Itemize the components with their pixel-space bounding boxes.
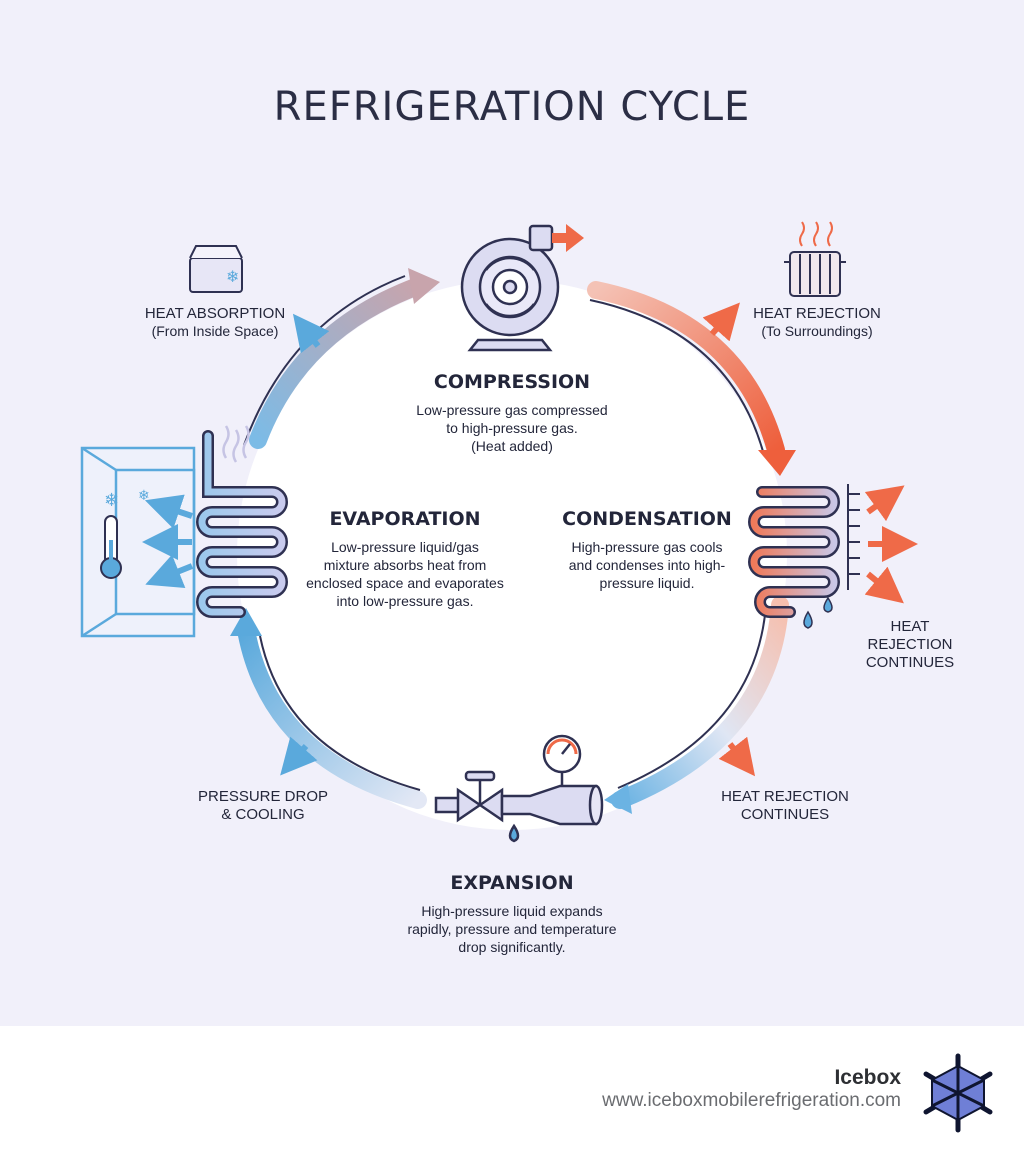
diagram-title: REFRIGERATION CYCLE bbox=[273, 84, 751, 130]
condensate-drops bbox=[803, 596, 833, 629]
pressure-drop-arrow bbox=[280, 736, 318, 776]
cycle-arrow-compression-to-condensation bbox=[587, 281, 796, 476]
condensation-label: CONDENSATION bbox=[562, 508, 732, 530]
cold-air-arrows bbox=[142, 494, 194, 589]
condensation-stage: CONDENSATION High-pressure gas cools and… bbox=[527, 507, 767, 592]
expansion-desc-line: rapidly, pressure and temperature bbox=[407, 920, 617, 937]
condensation-desc-line: pressure liquid. bbox=[599, 575, 695, 592]
condensation-desc-line: High-pressure gas cools bbox=[571, 538, 723, 555]
evaporation-desc-line: into low-pressure gas. bbox=[336, 593, 474, 610]
evaporation-label: EVAPORATION bbox=[329, 508, 481, 530]
heat-rejection-bottom-callout: HEAT REJECTION CONTINUES bbox=[700, 788, 870, 824]
callout-line: HEAT bbox=[890, 618, 930, 635]
radiator-icon bbox=[784, 221, 846, 297]
heat-rejection-subtitle: (To Surroundings) bbox=[761, 323, 873, 339]
heat-rejection-arrows-right bbox=[864, 485, 918, 604]
heat-rejection-arrow-bottom bbox=[718, 736, 756, 777]
evaporation-desc-line: Low-pressure liquid/gas bbox=[331, 538, 479, 555]
expansion-label: EXPANSION bbox=[450, 872, 574, 894]
evaporation-desc-line: mixture absorbs heat from bbox=[323, 556, 487, 573]
callout-line: CONTINUES bbox=[865, 654, 955, 671]
snowflake-logo-icon bbox=[923, 1053, 993, 1133]
compression-desc-line: (Heat added) bbox=[471, 438, 553, 455]
svg-text:❄: ❄ bbox=[138, 488, 150, 504]
brand-url: www.iceboxmobilerefrigeration.com bbox=[602, 1090, 901, 1111]
compressor-icon bbox=[460, 224, 584, 352]
heat-rejection-title: HEAT REJECTION bbox=[753, 305, 881, 322]
callout-line: PRESSURE DROP bbox=[197, 788, 329, 805]
callout-line: HEAT REJECTION bbox=[721, 788, 849, 805]
callout-line: CONTINUES bbox=[740, 806, 830, 823]
compression-stage: COMPRESSION Low-pressure gas compressed … bbox=[392, 370, 632, 455]
evaporator-coil-icon bbox=[196, 425, 288, 618]
expansion-desc-line: High-pressure liquid expands bbox=[421, 902, 603, 919]
icebox-icon: ❄ bbox=[189, 245, 243, 293]
callout-line: & COOLING bbox=[221, 806, 305, 823]
svg-text:❄: ❄ bbox=[104, 490, 119, 511]
footer bbox=[0, 1026, 1024, 1154]
heat-absorption-arrow bbox=[292, 313, 330, 354]
thermometer-icon bbox=[100, 515, 122, 579]
condensation-desc-line: and condenses into high- bbox=[568, 556, 726, 573]
expansion-desc-line: drop significantly. bbox=[458, 939, 566, 956]
heat-rejection-top-callout: HEAT REJECTION (To Surroundings) bbox=[722, 305, 912, 340]
svg-text:❄: ❄ bbox=[226, 267, 239, 286]
heat-absorption-subtitle: (From Inside Space) bbox=[151, 323, 279, 339]
heat-rejection-right-callout: HEAT REJECTION CONTINUES bbox=[850, 618, 970, 672]
cycle-arrow-condensation-to-expansion bbox=[604, 596, 789, 814]
heat-rejection-arrow-top bbox=[702, 302, 740, 342]
compression-label: COMPRESSION bbox=[433, 371, 591, 393]
cycle-center bbox=[237, 280, 787, 830]
evaporation-stage: EVAPORATION Low-pressure liquid/gas mixt… bbox=[285, 507, 525, 610]
expansion-valve-icon bbox=[434, 734, 604, 843]
pressure-drop-callout: PRESSURE DROP & COOLING bbox=[178, 788, 348, 824]
condenser-coil-icon bbox=[748, 484, 860, 618]
cycle-diagram: ❄ ❄ ❄ bbox=[80, 221, 918, 843]
callout-line: REJECTION bbox=[867, 636, 953, 653]
heat-absorption-title: HEAT ABSORPTION bbox=[144, 305, 286, 322]
brand-name: Icebox bbox=[834, 1066, 901, 1089]
compression-desc-line: Low-pressure gas compressed bbox=[416, 401, 608, 418]
expansion-stage: EXPANSION High-pressure liquid expands r… bbox=[382, 871, 642, 956]
evaporation-desc-line: enclosed space and evaporates bbox=[306, 575, 504, 592]
heat-absorption-callout: HEAT ABSORPTION (From Inside Space) bbox=[120, 305, 310, 340]
compression-desc-line: to high-pressure gas. bbox=[446, 419, 578, 436]
